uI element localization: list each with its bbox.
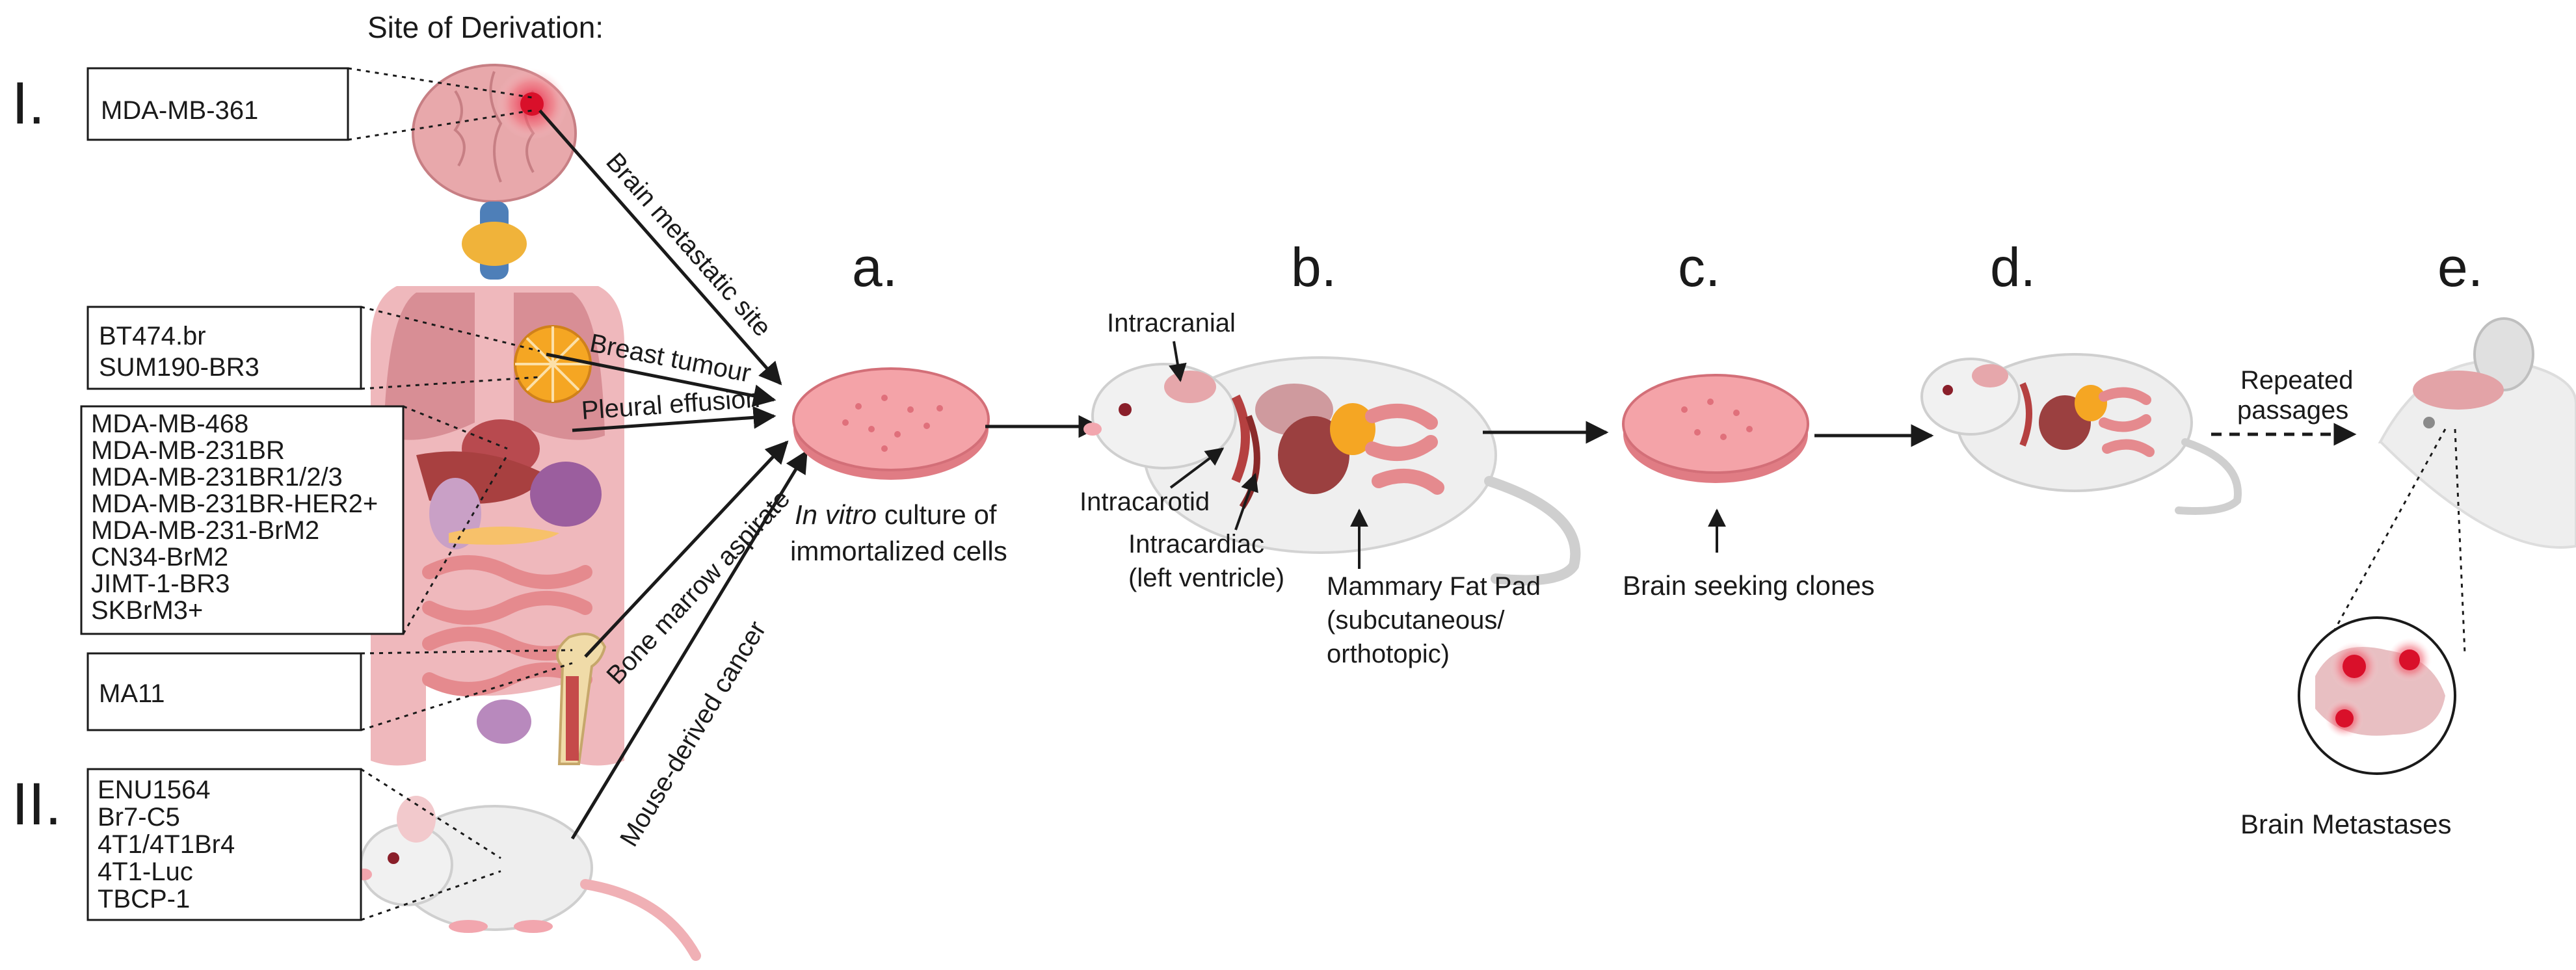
cell-line: BT474.br	[99, 322, 206, 350]
mouse-brain-icon	[1164, 371, 1216, 403]
step-c: c. Brain seeking clones	[1622, 237, 1875, 601]
label-intracranial: Intracranial	[1107, 309, 1236, 337]
cell-line: Br7-C5	[98, 803, 180, 832]
injected-mouse-illustration	[1083, 356, 1581, 586]
tumor-icon	[2335, 709, 2354, 728]
label-brain-metastatic-site: Brain metastatic site	[600, 148, 777, 342]
label-repeated: Repeated	[2240, 366, 2353, 395]
cell-line: MA11	[99, 679, 165, 708]
step-b: b. Intracranial Intracarotid Intracardia…	[1080, 237, 1581, 668]
step-a-caption-line2: immortalized cells	[790, 536, 1007, 566]
label-intracarotid: Intracarotid	[1080, 488, 1210, 516]
label-orthotopic: orthotopic)	[1327, 640, 1450, 668]
arrow-intracardiac	[1234, 473, 1258, 531]
box-brain: MDA-MB-361	[86, 67, 349, 141]
step-letter-b: b.	[1291, 237, 1336, 298]
leader-lines	[347, 67, 573, 921]
cell-line: MDA-MB-231BR	[91, 436, 285, 465]
cell-line: CN34-BrM2	[91, 543, 228, 571]
roman-numeral-one: I.	[12, 70, 45, 137]
cell-line: MDA-MB-231BR-HER2+	[91, 490, 378, 518]
step-a-caption-line1: In vitro culture of	[795, 499, 997, 530]
cell-line: SKBrM3+	[91, 596, 203, 625]
label-left-ventricle: (left ventricle)	[1128, 564, 1284, 592]
label-subcutaneous: (subcutaneous/	[1327, 606, 1505, 635]
petri-dish-icon	[792, 367, 990, 480]
box-bone: MA11	[86, 652, 362, 731]
source-mouse-illustration	[356, 796, 701, 961]
cell-line: 4T1-Luc	[98, 858, 193, 886]
site-of-derivation-title: Site of Derivation:	[367, 10, 604, 44]
cell-line: 4T1/4T1Br4	[98, 830, 235, 859]
step-a: a. In vitro culture of immortalized cell…	[790, 237, 1007, 566]
step-letter-e: e.	[2437, 237, 2483, 298]
cell-line: SUM190-BR3	[99, 353, 259, 382]
cell-line: JIMT-1-BR3	[91, 570, 230, 598]
brain-metastases-inset	[2298, 616, 2456, 775]
zoom-line-left	[2320, 428, 2447, 654]
cell-line: MDA-MB-231BR1/2/3	[91, 463, 343, 492]
arrow-intracranial	[1169, 341, 1187, 382]
cell-line: MDA-MB-231-BrM2	[91, 516, 319, 545]
tumor-icon	[2399, 649, 2420, 670]
cell-line: MDA-MB-468	[91, 410, 248, 438]
step-letter-c: c.	[1678, 237, 1720, 298]
label-brain-seeking-clones: Brain seeking clones	[1623, 570, 1875, 601]
human-body-illustration	[371, 64, 624, 766]
label-brain-metastases: Brain Metastases	[2240, 809, 2451, 839]
box-breast: BT474.br SUM190-BR3	[86, 306, 362, 390]
roman-numeral-two: II.	[12, 771, 62, 837]
step-e: e. Brain Metastases	[2240, 237, 2576, 839]
mouse-head-illustration	[2378, 317, 2576, 549]
step-letter-d: d.	[1990, 237, 2036, 298]
cell-line: TBCP-1	[98, 885, 190, 913]
arrow-intracarotid	[1169, 447, 1225, 489]
passage-mouse-illustration	[1920, 353, 2242, 515]
step-letter-a: a.	[852, 237, 897, 298]
label-bone-marrow-aspirate: Bone marrow aspirate	[601, 484, 795, 690]
tumor-icon	[2343, 655, 2366, 678]
step-d: d.	[1920, 237, 2242, 515]
cell-line: MDA-MB-361	[101, 96, 258, 125]
cell-line: ENU1564	[98, 776, 210, 804]
petri-dish-icon	[1622, 374, 1809, 483]
zoom-line-right	[2454, 428, 2466, 654]
source-arrows	[538, 109, 808, 840]
label-mammary-fat-pad: Mammary Fat Pad	[1327, 572, 1541, 601]
label-passages: passages	[2237, 396, 2348, 425]
mouse-brain-icon	[2413, 371, 2504, 410]
box-pleural: MDA-MB-468 MDA-MB-231BR MDA-MB-231BR1/2/…	[80, 405, 405, 635]
label-intracardiac: Intracardiac	[1128, 530, 1264, 558]
box-mouse: ENU1564 Br7-C5 4T1/4T1Br4 4T1-Luc TBCP-1	[86, 768, 362, 921]
